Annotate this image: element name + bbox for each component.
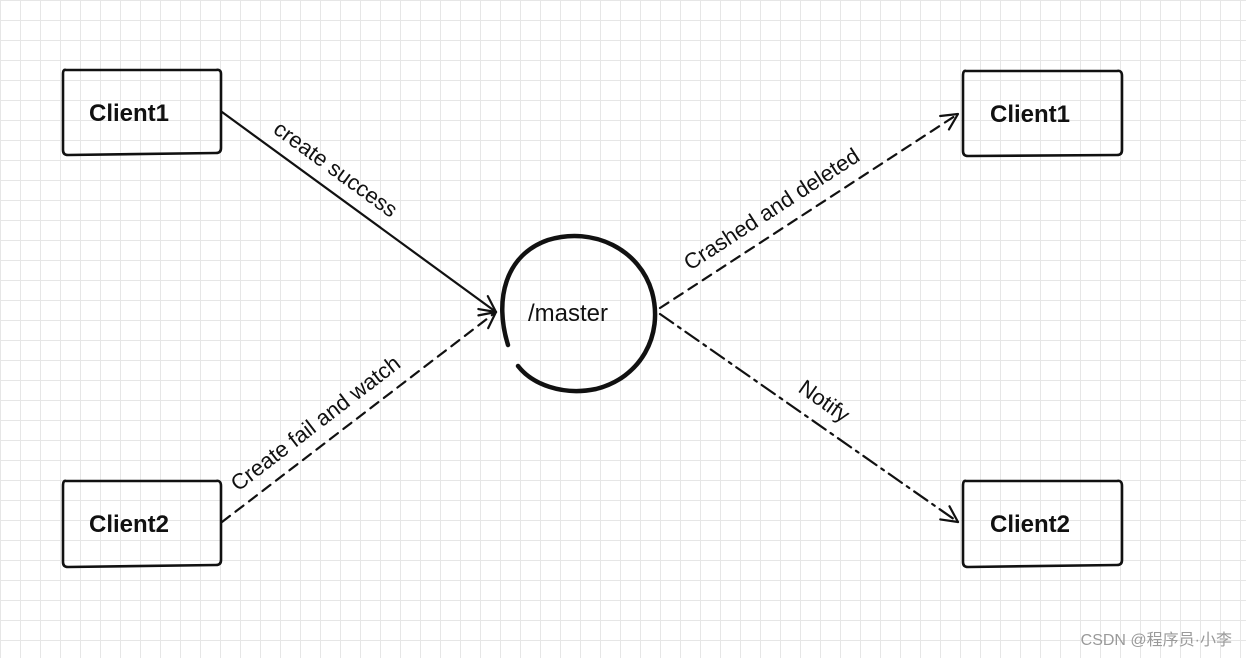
watermark: CSDN @程序员·小李 xyxy=(1080,632,1232,649)
edge-label-notify: Notify xyxy=(794,375,854,428)
node-master: /master xyxy=(500,233,658,394)
edge-create-success xyxy=(220,110,498,314)
edge-create-fail-and-watch xyxy=(220,310,498,524)
node-client2-right: Client2 xyxy=(961,479,1124,569)
node-client1-left: Client1 xyxy=(61,68,223,157)
edge-label-create-success: create success xyxy=(269,116,402,222)
node-label-client2-right: Client2 xyxy=(990,511,1070,538)
node-label-client2-left: Client2 xyxy=(89,511,169,538)
edge-label-create-fail-and-watch: Create fail and watch xyxy=(226,350,405,496)
node-label-client1-right: Client1 xyxy=(990,101,1070,128)
node-client2-left: Client2 xyxy=(61,479,223,569)
edge-notify xyxy=(658,312,960,524)
node-label-master: /master xyxy=(528,300,608,327)
node-client1-right: Client1 xyxy=(961,69,1124,158)
edge-label-crashed-and-deleted: Crashed and deleted xyxy=(679,143,864,275)
edge-crashed-and-deleted xyxy=(658,112,960,310)
node-label-client1-left: Client1 xyxy=(89,100,169,127)
